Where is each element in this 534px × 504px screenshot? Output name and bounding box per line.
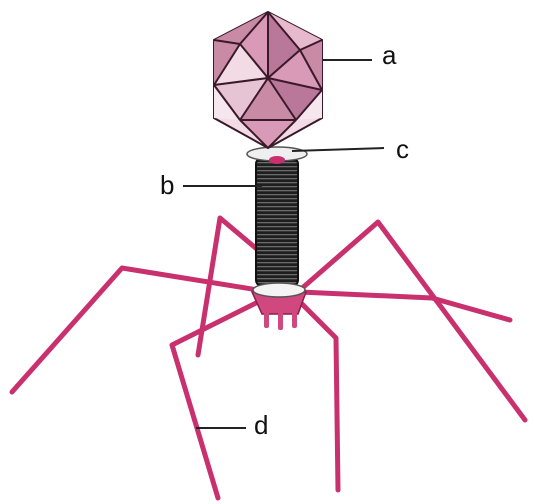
tail-fiber-front-left: [172, 300, 262, 498]
tail-fiber-far-right: [300, 292, 510, 320]
tail-pin: [278, 312, 283, 330]
label-d: d: [254, 410, 268, 440]
leader-line-c: [292, 148, 384, 151]
tail-fiber-far-left: [12, 268, 258, 392]
label-b: b: [160, 170, 174, 200]
tail-sheath: [256, 158, 298, 286]
tail-pin: [264, 312, 269, 328]
tail-fiber-back-right: [300, 222, 525, 420]
base-plate: [252, 283, 306, 330]
tail-fiber-front-right: [300, 302, 338, 490]
tail-pin: [292, 312, 297, 328]
label-a: a: [382, 40, 397, 70]
label-c: c: [396, 134, 409, 164]
capsid-head: [214, 12, 322, 148]
